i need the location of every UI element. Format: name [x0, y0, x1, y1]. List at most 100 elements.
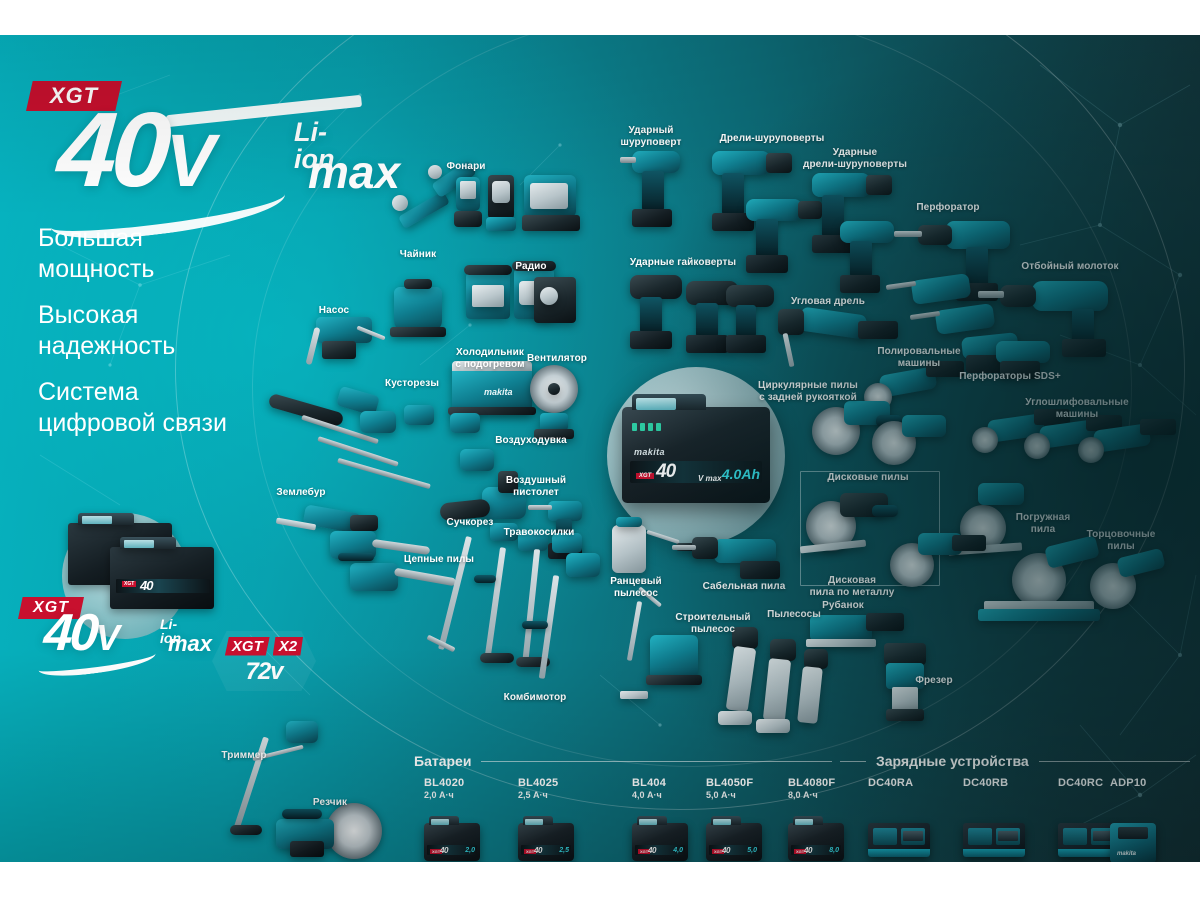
product-label: Перфоратор [916, 202, 980, 213]
product-label: Фонари [446, 161, 486, 172]
charger-image [868, 823, 930, 857]
wordmark-small-liion: Li-ion [160, 616, 181, 646]
battery-capacity-value: 2,5 А·ч [518, 790, 548, 800]
chargers-section-title: Зарядные устройства [876, 753, 1029, 769]
circular-saw-group-frame [800, 471, 940, 586]
battery-terminal [636, 398, 676, 410]
product-label: Ударные гайковерты [629, 257, 737, 268]
product-label: Комбимотор [503, 692, 567, 703]
hero-battery-image: makita XGT 40 V max 4.0Ah [622, 394, 770, 503]
section-rule [481, 760, 832, 762]
battery-model-name: BL404 [632, 777, 667, 789]
charger-spec-item: DC40RB [963, 777, 1008, 789]
charger-image [1058, 823, 1120, 857]
product-label: Сабельная пила [702, 581, 786, 592]
xgt-40v-wordmark: 40V Li-ion max [48, 91, 400, 248]
charger-spec-item: DC40RA [868, 777, 913, 789]
section-rule-right [1038, 760, 1190, 762]
battery-model-name: BL4080F [788, 777, 836, 789]
feature-item: Высокая надежность [38, 301, 176, 360]
product-label: Рубанок [822, 600, 864, 611]
product-label: Травокосилки [503, 527, 575, 538]
feature-item: Большая мощность [38, 224, 155, 283]
poster-canvas: XGT 40V Li-ion max Большая мощность Высо… [0, 35, 1200, 862]
battery-label-stripe [630, 461, 762, 483]
wordmark-small-max: max [168, 631, 213, 656]
x2-badge-volts: 72v [245, 657, 283, 685]
product-label: Чайник [399, 249, 437, 260]
wordmark-volts: 40 [53, 91, 171, 209]
product-label: Ударный шуруповерт [620, 125, 682, 148]
product-label: Ударные дрели-шуруповерты [803, 147, 907, 170]
product-label: Углошлифовальные машины [1025, 397, 1129, 420]
feature-item: Система цифровой связи [38, 378, 227, 437]
product-label: Строительный пылесос [675, 612, 751, 635]
battery-capacity-value: 8,0 А·ч [788, 790, 818, 800]
product-label: Резчик [312, 797, 348, 808]
product-label: Ранцевый пылесос [610, 576, 662, 599]
product-label: Фрезер [915, 675, 953, 686]
product-label: Торцовочные пилы [1086, 529, 1156, 552]
product-label: Триммер [221, 750, 267, 761]
x2-badge-x2: X2 [272, 636, 304, 656]
product-label: Циркулярные пилы с задней рукояткой [758, 380, 858, 403]
charger-model-name: DC40RC [1058, 777, 1104, 789]
product-label: Дисковая пила по металлу [809, 575, 895, 598]
batteries-section-title: Батареи [414, 753, 472, 769]
product-label: Вентилятор [526, 353, 588, 364]
wordmark-max: max [308, 146, 401, 198]
charger-spec-item: DC40RC [1058, 777, 1103, 789]
product-label: Дрели-шуруповерты [719, 133, 825, 144]
product-label: Пылесосы [767, 609, 821, 620]
battery-fuel-gauge [632, 423, 661, 431]
charger-model-name: DC40RA [868, 777, 914, 789]
product-label: Дисковые пилы [827, 472, 909, 483]
product-label: Воздуходувка [495, 435, 567, 446]
product-label: Угловая дрель [790, 296, 866, 307]
battery-capacity-value: 2,0 А·ч [424, 790, 454, 800]
product-label: Сучкорез [446, 517, 494, 528]
xgt-x2-72v-badge: XGT X2 72v [212, 631, 316, 691]
product-label: Цепные пилы [403, 554, 475, 565]
battery-model-name: BL4050F [706, 777, 754, 789]
battery-capacity: 4.0Ah [721, 466, 760, 482]
battery-xgt-mark: XGT [636, 473, 655, 479]
product-label: Радио [515, 261, 547, 272]
wordmark-small-v: V [95, 617, 120, 658]
product-label: Холодильник с подогревом [455, 347, 525, 370]
battery-vmax: V max [698, 474, 722, 483]
product-label: Погружная пила [1015, 512, 1071, 535]
xgt-40v-wordmark-small: 40V Li-ion max [37, 604, 212, 681]
product-label: Землебур [276, 487, 326, 498]
charger-model-name: ADP10 [1110, 777, 1147, 789]
battery-model-name: BL4020 [424, 777, 465, 789]
product-label: Насос [318, 305, 350, 316]
battery-volts: 40 [656, 461, 676, 482]
product-label: Отбойный молоток [1021, 261, 1119, 272]
xgt-badge: XGT [26, 81, 122, 111]
charger-image [963, 823, 1025, 857]
battery-model-name: BL4025 [518, 777, 559, 789]
adapter-image: makita [1110, 823, 1156, 862]
charger-spec-item: ADP10 [1110, 777, 1146, 789]
makita-logo: makita [634, 447, 665, 457]
section-rule-left [840, 760, 866, 762]
battery-capacity-value: 5,0 А·ч [706, 790, 736, 800]
product-label: Перфораторы SDS+ [959, 371, 1061, 382]
x2-badge-xgt: XGT [224, 636, 270, 656]
product-label: Воздушный пистолет [505, 475, 567, 498]
feature-list: Большая мощность Высокая надежность Сист… [38, 223, 268, 454]
battery-capacity-value: 4,0 А·ч [632, 790, 662, 800]
charger-model-name: DC40RB [963, 777, 1009, 789]
wordmark-v: V [165, 119, 216, 202]
product-label: Полировальные машины [877, 346, 961, 369]
